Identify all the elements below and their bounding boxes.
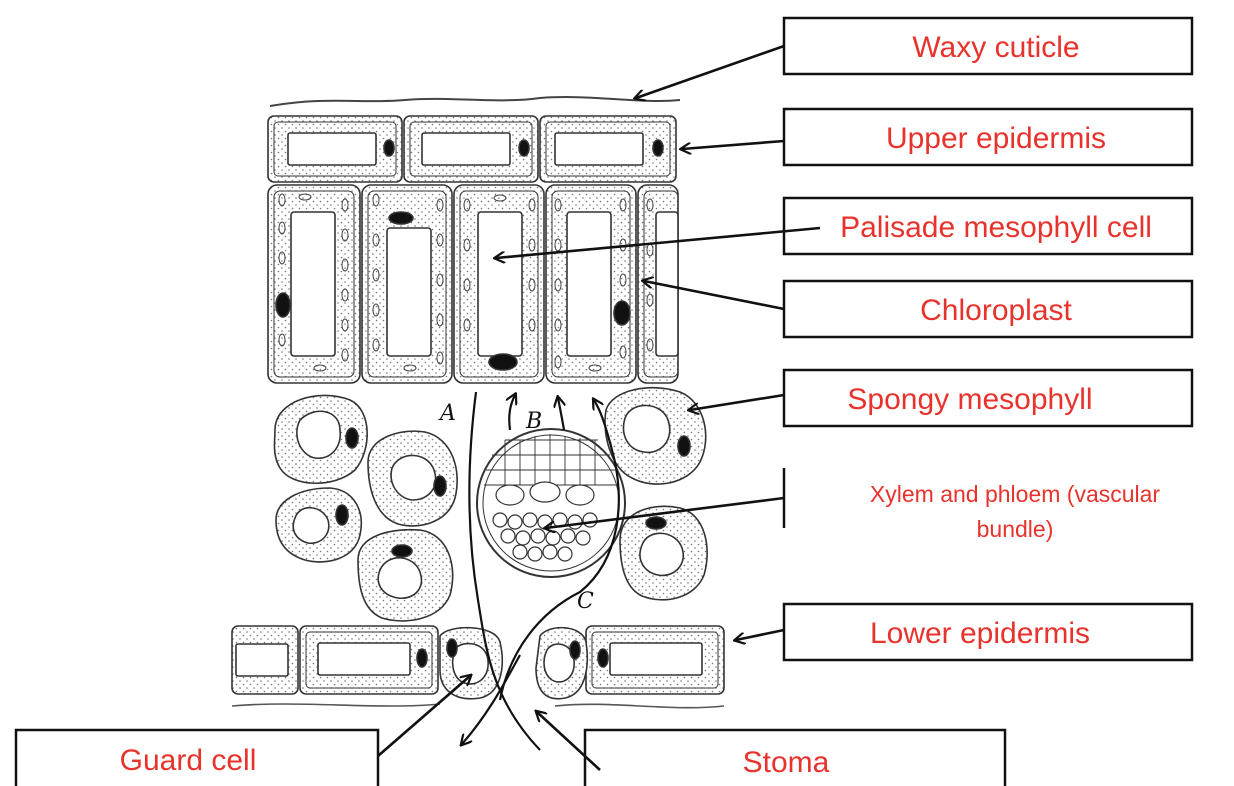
guard-cell-arrow bbox=[377, 676, 470, 757]
guard-cell-label: Guard cell bbox=[120, 744, 257, 777]
path-a-line bbox=[468, 391, 541, 751]
path-letter-b: B bbox=[525, 409, 542, 434]
spongy-mesophyll-arrow bbox=[690, 393, 785, 410]
stoma-arrow bbox=[537, 712, 601, 771]
waxy-cuticle-box bbox=[782, 16, 1194, 76]
leaf-tissue bbox=[231, 96, 725, 751]
guard-cells bbox=[439, 626, 589, 700]
upper-epidermis-cells bbox=[267, 115, 677, 183]
spongy-mesophyll-box bbox=[782, 368, 1194, 428]
lower-epidermis-box bbox=[782, 602, 1194, 662]
path-out-line bbox=[462, 654, 521, 744]
vascular-bundle-label-line1: Xylem and phloem (vascular bbox=[870, 481, 1161, 507]
lower-epidermis-label: Lower epidermis bbox=[870, 617, 1090, 650]
lower-epidermis-arrow bbox=[736, 628, 785, 640]
waxy-cuticle-arrow bbox=[636, 44, 785, 98]
vascular-bundle-label-line2: bundle) bbox=[977, 516, 1054, 542]
vascular-bundle-arrow bbox=[546, 496, 785, 528]
path-c-line bbox=[498, 400, 620, 701]
palisade-mesophyll-label: Palisade mesophyll cell bbox=[840, 211, 1152, 244]
chloroplast-ovals bbox=[278, 193, 654, 372]
path-letter-c: C bbox=[577, 589, 594, 614]
spongy-mesophyll-label: Spongy mesophyll bbox=[847, 383, 1092, 416]
palisade-mesophyll-box bbox=[782, 196, 1194, 256]
waxy-cuticle-label: Waxy cuticle bbox=[912, 31, 1079, 64]
chloroplast-label: Chloroplast bbox=[920, 294, 1072, 327]
stoma-label: Stoma bbox=[743, 746, 830, 779]
chloroplast-arrow bbox=[644, 281, 785, 311]
guard-cell-box bbox=[14, 728, 380, 786]
upper-epidermis-arrow bbox=[682, 139, 785, 149]
spongy-mesophyll-cells bbox=[273, 386, 708, 622]
palisade-mesophyll-cells bbox=[267, 184, 679, 384]
label-boxes bbox=[14, 16, 1194, 786]
chloroplast-box bbox=[782, 279, 1194, 339]
palisade-mesophyll-arrow bbox=[496, 226, 821, 258]
label-texts: Waxy cuticle Upper epidermis Palisade me… bbox=[120, 31, 1161, 779]
path-b-right-line bbox=[558, 398, 564, 431]
vascular-bundle bbox=[476, 428, 626, 578]
cuticle-layer bbox=[269, 96, 681, 107]
upper-epidermis-label: Upper epidermis bbox=[886, 122, 1106, 155]
stoma-box bbox=[583, 728, 1007, 786]
path-b-left-line bbox=[509, 395, 515, 431]
lower-epidermis-cells bbox=[231, 625, 725, 709]
diffusion-paths bbox=[462, 391, 620, 751]
upper-epidermis-box bbox=[782, 107, 1194, 167]
path-letter-a: A bbox=[438, 401, 456, 426]
pointer-arrows bbox=[377, 44, 821, 771]
